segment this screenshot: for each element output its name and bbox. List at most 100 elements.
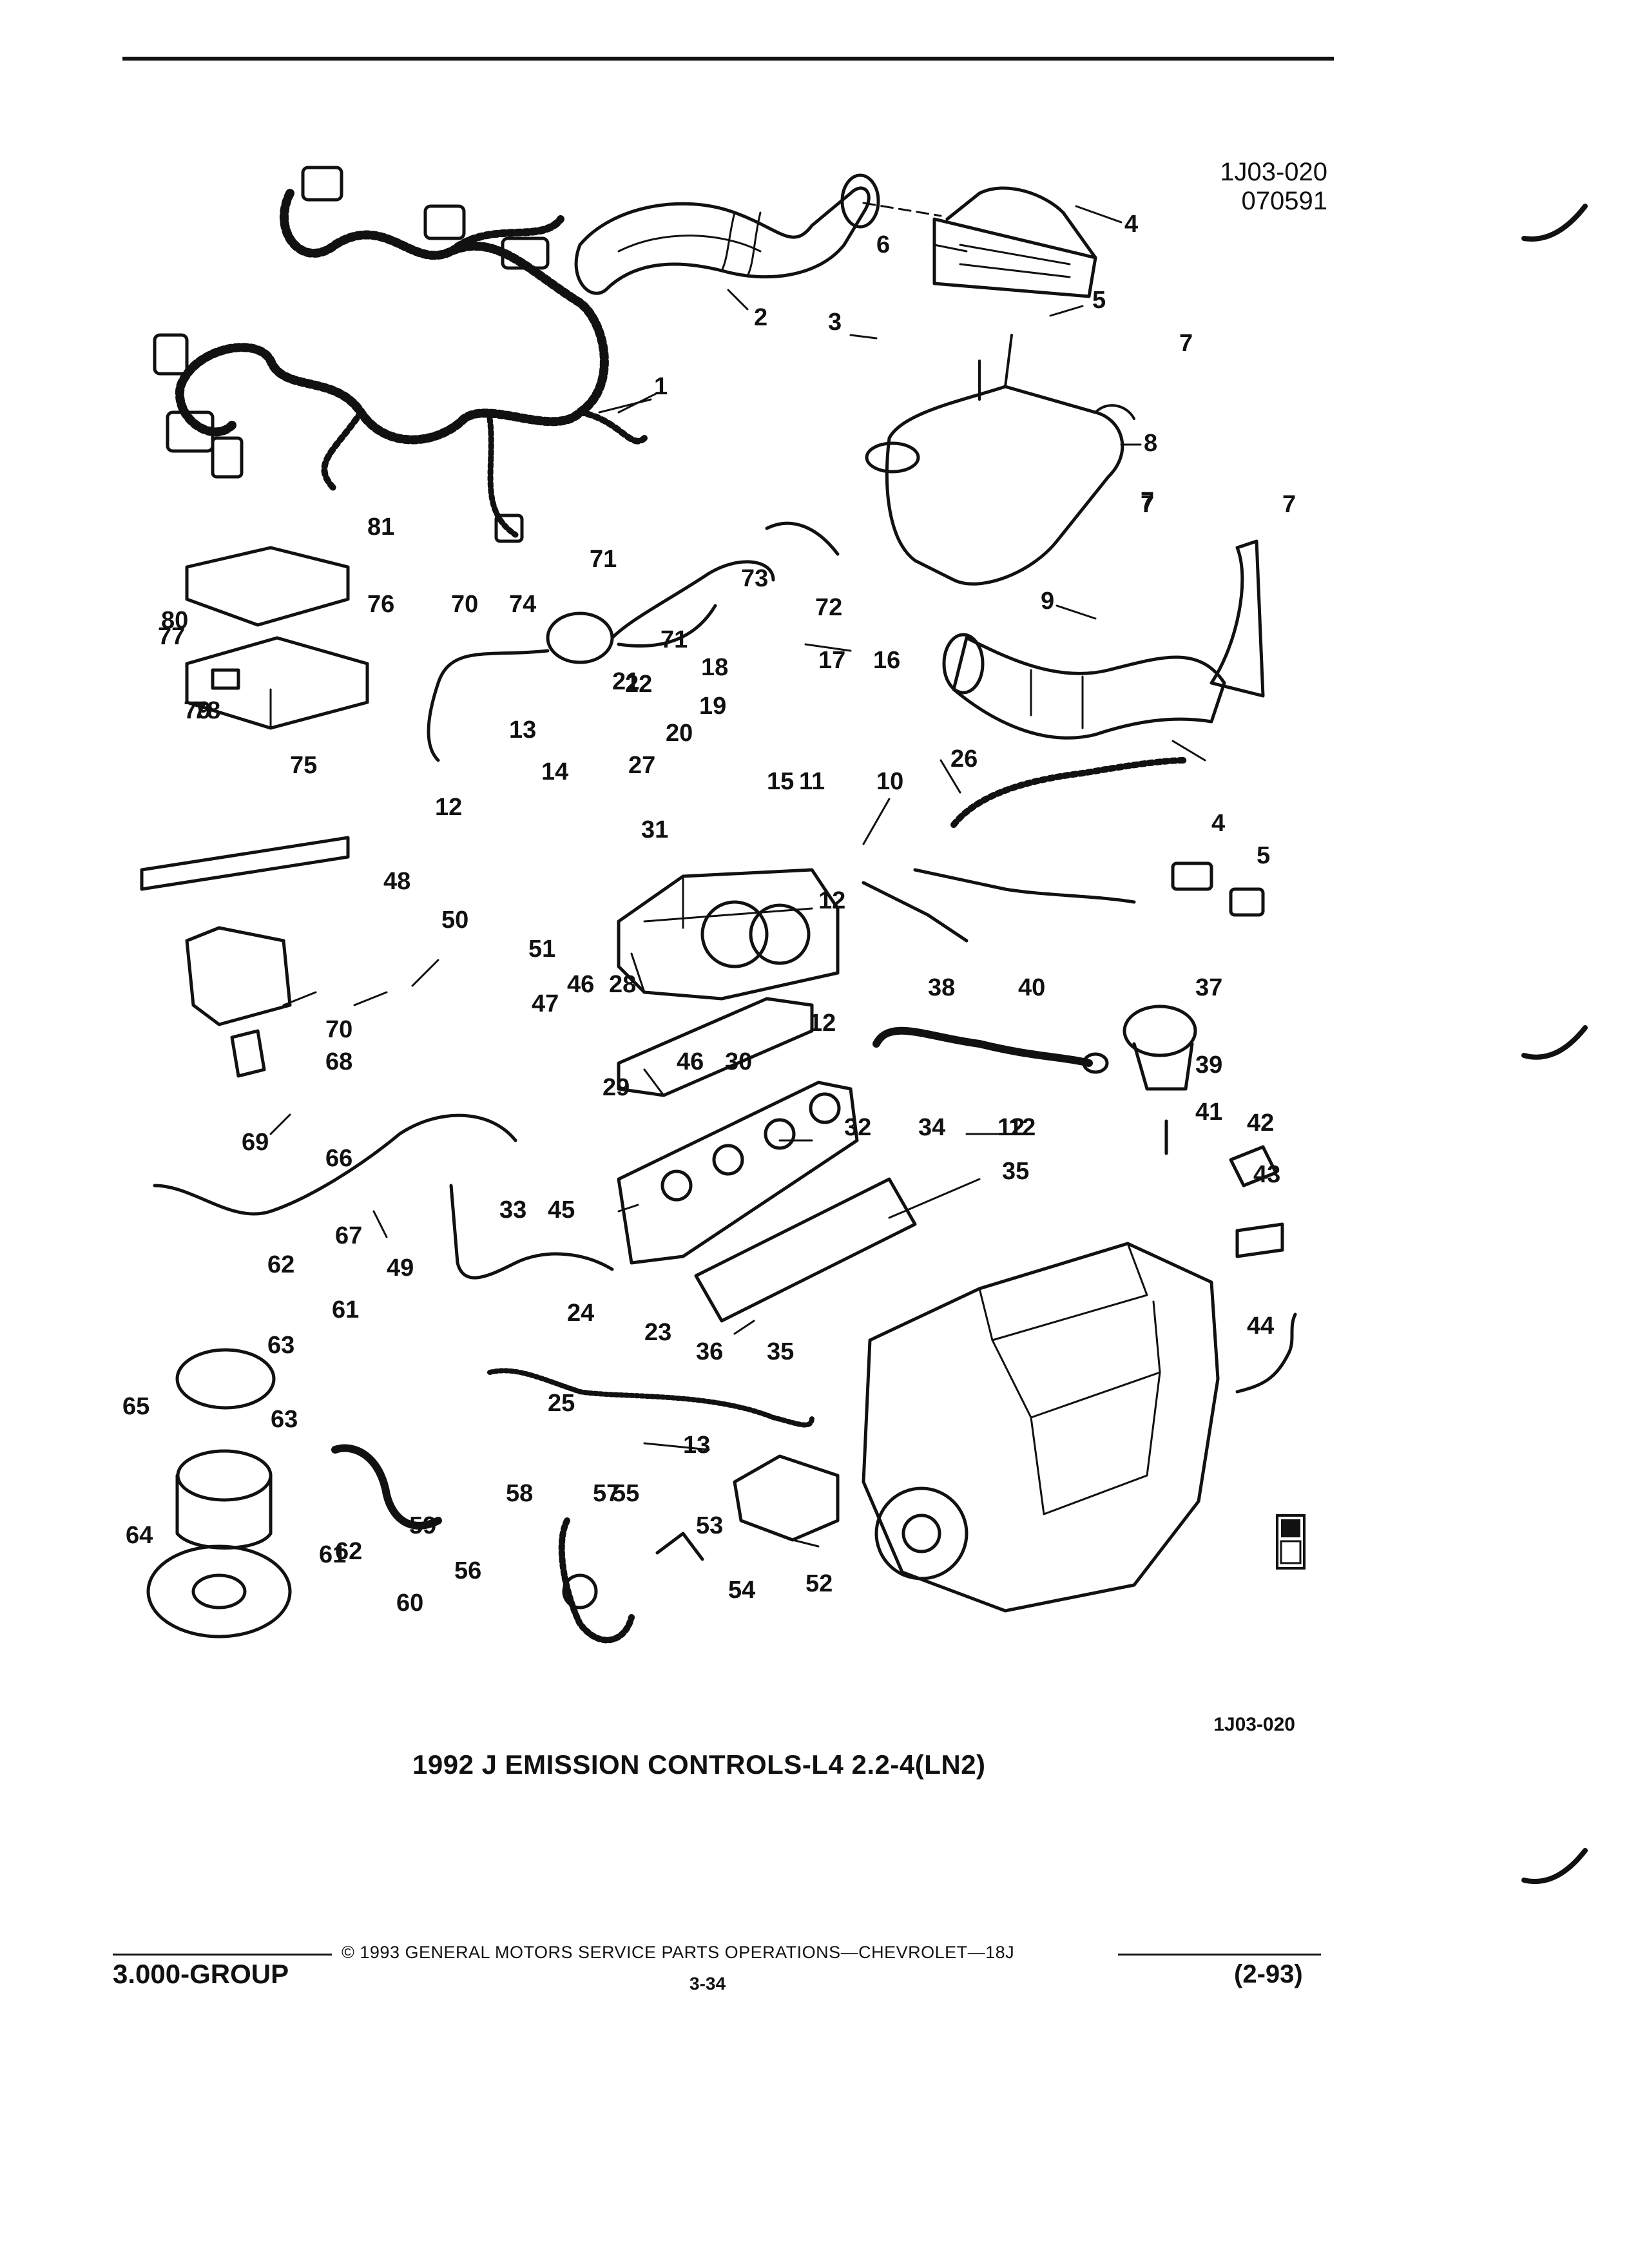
binder-mark	[1521, 1025, 1588, 1060]
ecm-module-drawing	[185, 546, 369, 730]
callout-9: 9	[1041, 588, 1054, 615]
diagram-bottom-ref: 1J03-020	[1213, 1714, 1295, 1735]
callout-13: 13	[509, 716, 536, 744]
callout-70: 70	[451, 591, 478, 618]
callout-60: 60	[396, 1590, 423, 1617]
callout-39: 39	[1195, 1052, 1222, 1079]
callout-12: 12	[1008, 1114, 1036, 1141]
sensors-drawing	[1229, 1145, 1297, 1394]
callout-34: 34	[918, 1114, 945, 1141]
binder-mark	[1521, 1848, 1588, 1885]
callout-59: 59	[409, 1512, 436, 1539]
purge-solenoid-drawing	[146, 1348, 292, 1639]
callout-20: 20	[666, 720, 693, 747]
callout-61: 61	[319, 1541, 346, 1568]
callout-63: 63	[271, 1406, 298, 1433]
callout-54: 54	[728, 1577, 755, 1604]
binder-mark	[1521, 204, 1588, 242]
callout-4: 4	[1211, 810, 1225, 837]
callout-57: 57	[593, 1480, 620, 1507]
callout-27: 27	[628, 752, 655, 779]
callout-71: 71	[590, 546, 617, 573]
callout-3: 3	[828, 309, 842, 336]
diagram-caption: 1992 J EMISSION CONTROLS-L4 2.2-4(LN2)	[412, 1749, 986, 1780]
callout-62: 62	[335, 1538, 362, 1565]
callout-leaders	[269, 205, 1206, 1548]
callout-2: 2	[754, 304, 767, 331]
callout-49: 49	[387, 1254, 414, 1282]
callout-69: 69	[242, 1129, 269, 1156]
callout-56: 56	[454, 1557, 481, 1584]
group-label: 3.000-GROUP	[113, 1959, 289, 1989]
callout-61: 61	[332, 1296, 359, 1323]
emission-parts-diagram: 1234567777891011121212121213131415161718…	[122, 166, 1306, 1644]
vacuum-line-drawing	[487, 1368, 840, 1542]
callout-19: 19	[699, 693, 726, 720]
callout-53: 53	[696, 1512, 723, 1539]
callout-32: 32	[844, 1114, 871, 1141]
callout-78: 78	[193, 697, 220, 724]
diagram-ref-code: 1J03-020	[1220, 158, 1327, 186]
callout-29: 29	[602, 1074, 630, 1101]
callout-11: 11	[799, 768, 825, 795]
callout-13: 13	[683, 1432, 710, 1459]
callout-73: 73	[741, 565, 768, 592]
egr-hose-drawing	[449, 1184, 614, 1280]
callout-12: 12	[809, 1010, 836, 1037]
gm-spo-logo-icon	[1276, 1514, 1306, 1570]
callout-48: 48	[383, 868, 410, 895]
callout-26: 26	[950, 745, 978, 773]
footer-rule-left	[113, 1954, 332, 1956]
callout-58: 58	[506, 1480, 533, 1507]
callout-17: 17	[818, 647, 845, 674]
callout-37: 37	[1195, 974, 1222, 1001]
callout-23: 23	[644, 1319, 671, 1346]
callout-52: 52	[805, 1570, 833, 1597]
callout-35: 35	[1002, 1158, 1029, 1185]
callout-42: 42	[1247, 1110, 1274, 1137]
callout-62: 62	[267, 1251, 294, 1278]
callout-24: 24	[567, 1300, 594, 1327]
callout-33: 33	[499, 1196, 526, 1224]
callout-74: 74	[509, 591, 536, 618]
wiring-harness-drawing	[153, 166, 659, 543]
callout-76: 76	[367, 591, 394, 618]
callout-7: 7	[1141, 491, 1154, 518]
callout-7: 7	[1282, 491, 1296, 518]
egr-tube-drawing	[872, 1026, 1109, 1074]
callout-75: 75	[290, 752, 317, 779]
engine-block-drawing	[862, 1242, 1220, 1613]
callout-36: 36	[696, 1338, 723, 1365]
egr-valve-drawing	[1123, 1004, 1197, 1155]
callout-35: 35	[767, 1338, 794, 1365]
callout-5: 5	[1257, 842, 1270, 869]
revision-date: (2-93)	[1234, 1960, 1303, 1988]
throttle-air-duct-drawing	[942, 539, 1265, 740]
callout-66: 66	[325, 1145, 352, 1172]
callout-7: 7	[1179, 330, 1193, 357]
callout-50: 50	[441, 907, 468, 934]
mounting-bracket-drawing	[140, 836, 350, 1078]
callout-44: 44	[1247, 1312, 1274, 1340]
callout-38: 38	[928, 974, 955, 1001]
callout-67: 67	[335, 1222, 362, 1249]
callout-5: 5	[1092, 287, 1106, 314]
callout-68: 68	[325, 1048, 352, 1075]
callout-6: 6	[876, 231, 890, 258]
diagram-ref-date: 070591	[1241, 187, 1327, 215]
callout-16: 16	[873, 647, 900, 674]
callout-63: 63	[267, 1332, 294, 1359]
top-rule	[122, 57, 1334, 61]
callout-81: 81	[367, 514, 394, 541]
callout-71: 71	[660, 626, 688, 653]
air-box-cover-drawing	[862, 186, 1097, 298]
callout-18: 18	[701, 654, 728, 681]
vacuum-tube-drawing	[153, 1113, 517, 1216]
callout-15: 15	[767, 768, 794, 795]
callout-55: 55	[612, 1480, 639, 1507]
callout-64: 64	[126, 1522, 153, 1549]
callout-8: 8	[1144, 430, 1157, 457]
injector-harness-drawing	[862, 757, 1265, 943]
callout-65: 65	[122, 1393, 149, 1420]
callout-12: 12	[998, 1114, 1025, 1141]
